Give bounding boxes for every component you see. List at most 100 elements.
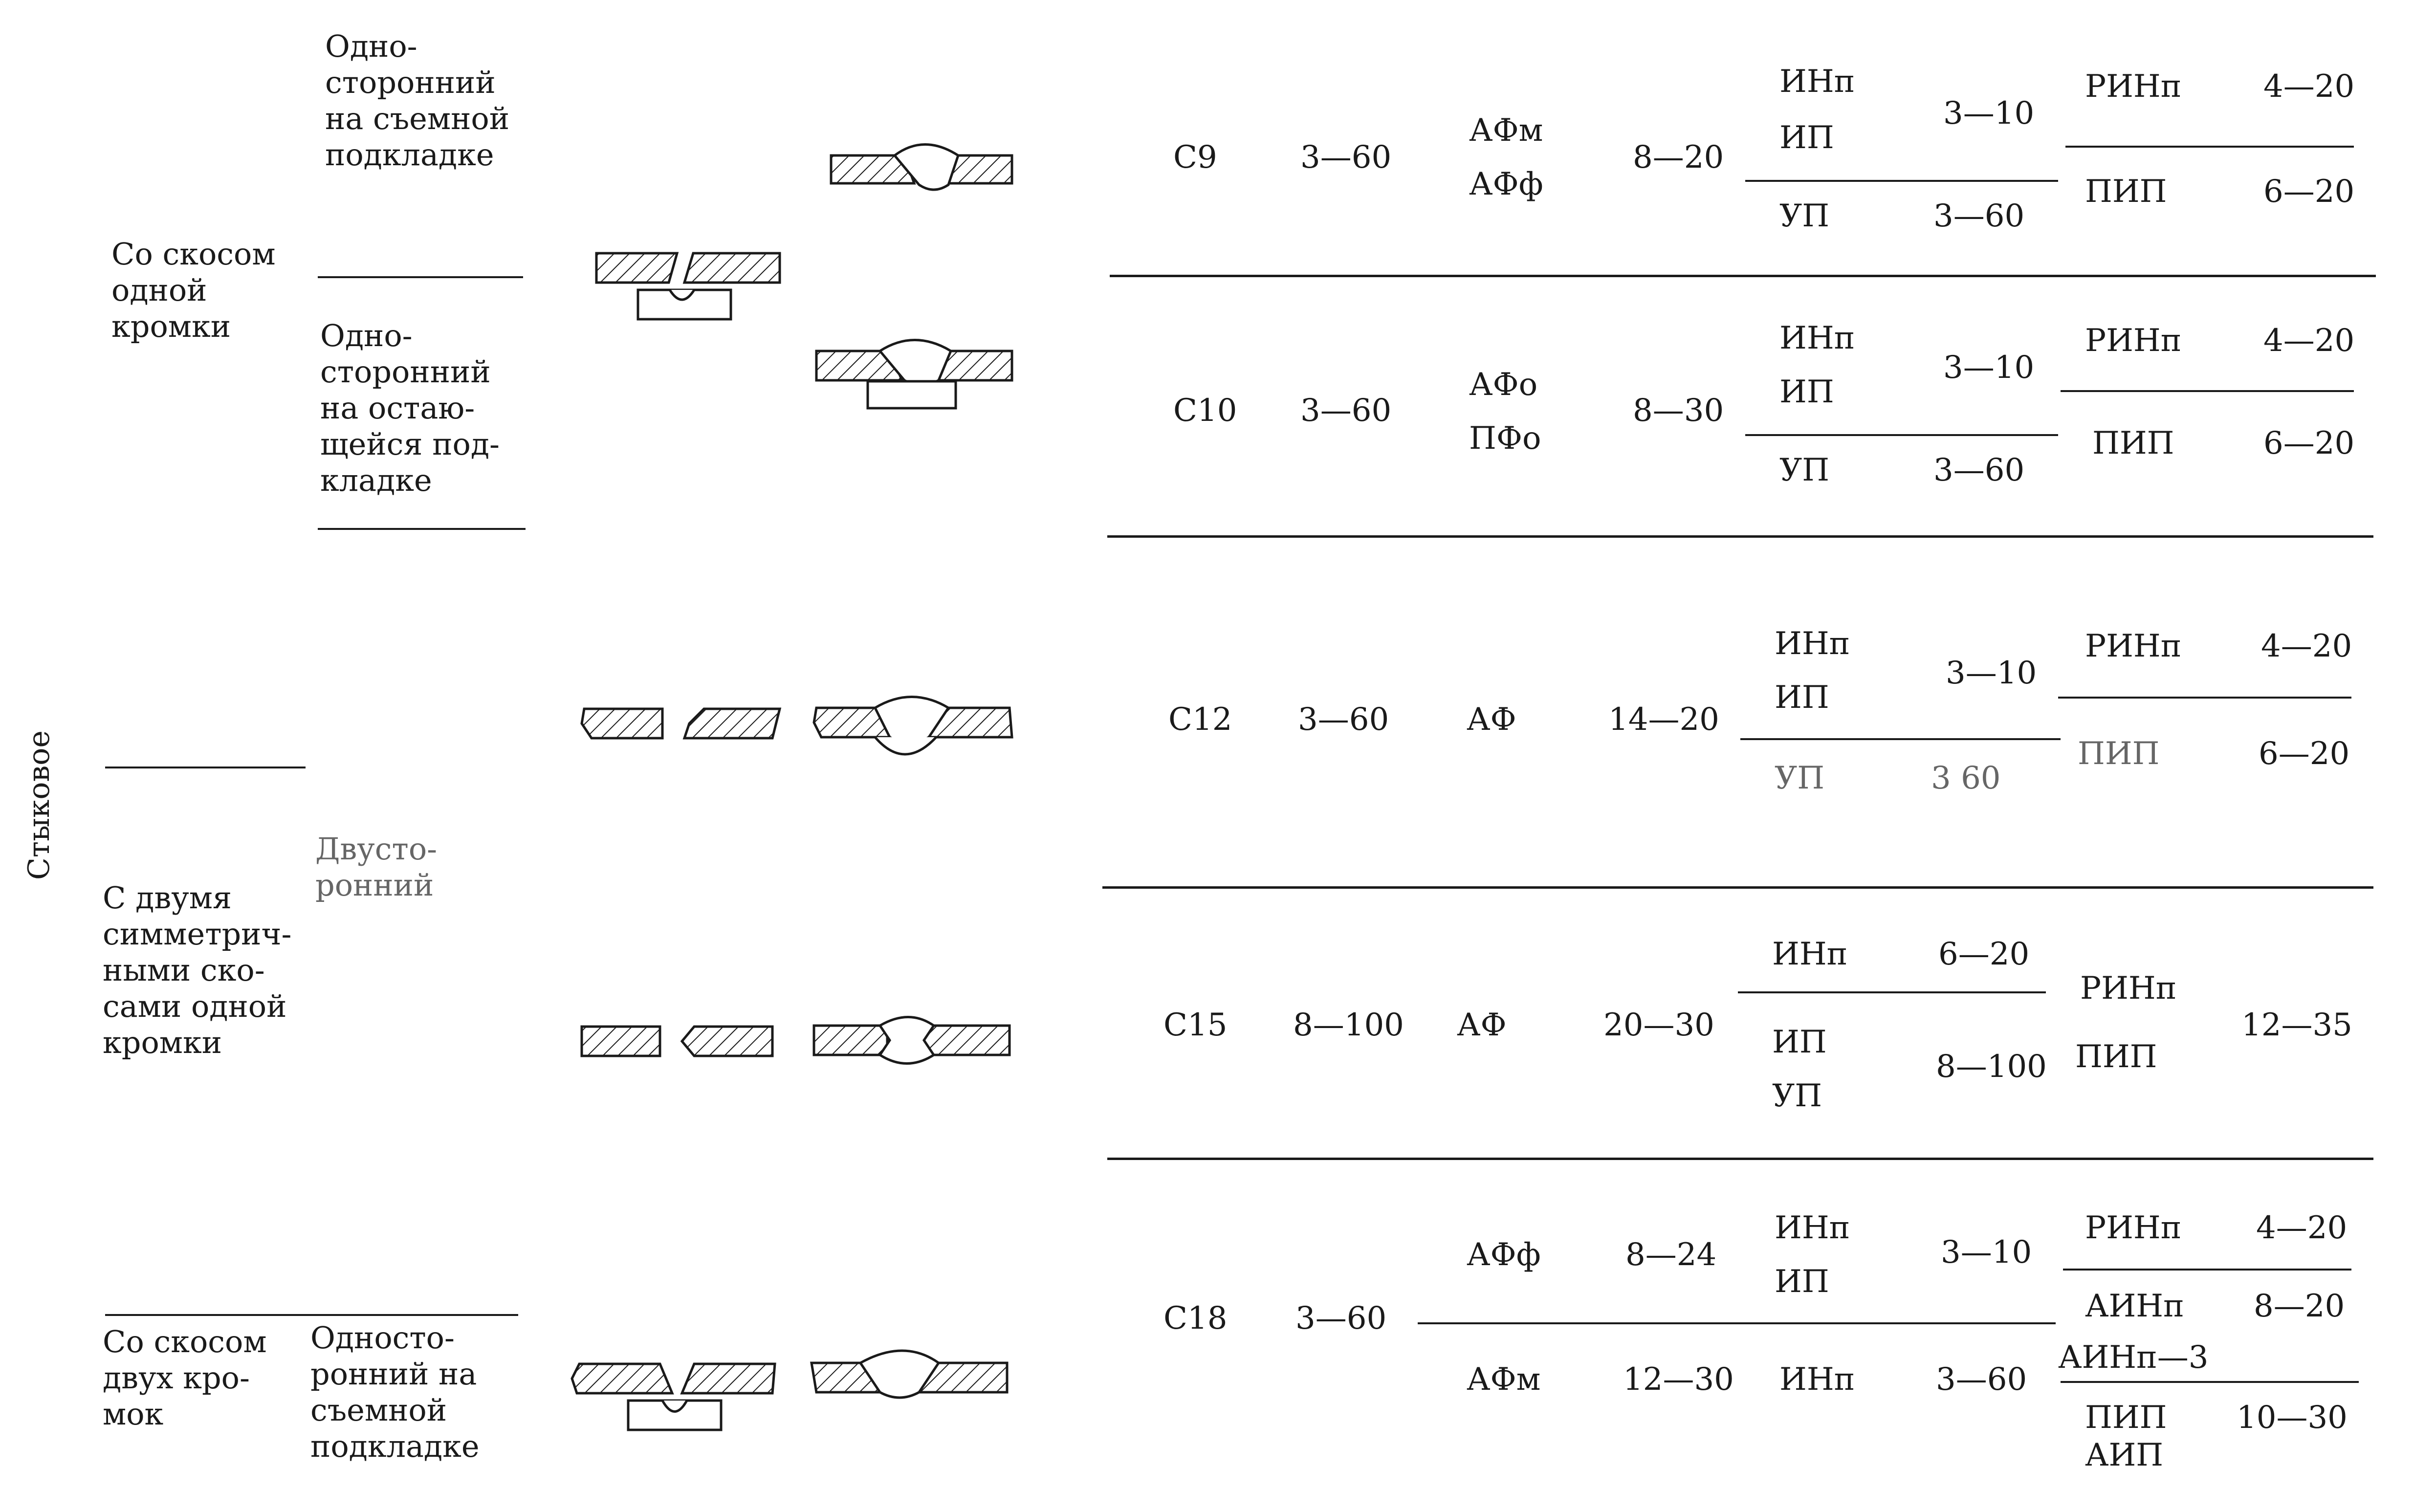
c9-weld-drawing — [830, 143, 1013, 191]
row4-v1: 6—20 — [1938, 936, 2030, 972]
row2-method-1: АФо — [1469, 367, 1538, 403]
row1-method-2: АФф — [1469, 166, 1543, 202]
row3-a1: ИНп — [1775, 626, 1850, 662]
row1-v2: 3—60 — [1933, 198, 2025, 234]
row1-thickness: 3—60 — [1300, 139, 1392, 175]
row5-v1: 3—10 — [1941, 1234, 2032, 1271]
divider-kind-2 — [318, 528, 526, 530]
row2-v1: 3—10 — [1943, 350, 2035, 386]
row5-line-a — [1418, 1322, 2056, 1324]
row5-range-1: 8—24 — [1625, 1237, 1717, 1273]
row1-method-1: АФм — [1469, 112, 1543, 149]
c15-weld-drawing — [812, 1016, 1011, 1065]
row1-line-b — [2065, 146, 2354, 148]
row4-method-1: АФ — [1457, 1007, 1507, 1043]
row-divider-1 — [1110, 275, 2376, 277]
row2-b1: РИНп — [2085, 323, 2182, 359]
row5-b4: ПИП — [2085, 1400, 2167, 1436]
row2-code: С10 — [1173, 393, 1237, 429]
row5-line-b — [2063, 1269, 2351, 1271]
row-divider-4 — [1107, 1158, 2373, 1160]
c9-prep-drawing — [595, 252, 781, 321]
divider-prep-bottom — [105, 1314, 518, 1316]
kind-double-sided: Двусто- ронний — [315, 831, 438, 903]
row1-b1: РИНп — [2085, 68, 2182, 105]
row4-thickness: 8—100 — [1293, 1007, 1404, 1043]
row4-a3: УП — [1772, 1078, 1822, 1114]
row4-code: С15 — [1163, 1007, 1228, 1043]
row3-b2: ПИП — [2078, 736, 2160, 772]
row3-line-a — [1740, 738, 2061, 740]
row2-w2: 6—20 — [2263, 425, 2355, 461]
row4-range-1: 20—30 — [1603, 1007, 1714, 1043]
row5-b2: АИНп — [2085, 1288, 2184, 1324]
row5-a2: ИП — [1775, 1264, 1829, 1300]
row3-range-1: 14—20 — [1608, 701, 1719, 738]
row2-range-1: 8—30 — [1633, 393, 1724, 429]
row5-b1: РИНп — [2085, 1210, 2182, 1246]
row4-line-a — [1738, 991, 2046, 993]
row3-a2: ИП — [1775, 679, 1829, 716]
row3-w1: 4—20 — [2261, 628, 2352, 664]
kind-remaining-backing: Одно- сторонний на остаю- щейся под- кла… — [320, 318, 500, 498]
c18-weld-drawing — [810, 1349, 1009, 1399]
kind-removable-backing-2: Односто- ронний на съемной подкладке — [310, 1320, 480, 1464]
row3-code: С12 — [1168, 701, 1232, 738]
row5-w3: 10—30 — [2237, 1400, 2348, 1436]
row1-code: С9 — [1173, 139, 1217, 175]
row5-a3: ИНп — [1779, 1361, 1855, 1398]
row-divider-3 — [1102, 886, 2373, 889]
row1-w1: 4—20 — [2263, 68, 2355, 105]
divider-prep — [105, 767, 306, 768]
row5-method-2: АФм — [1467, 1361, 1541, 1398]
row2-w1: 4—20 — [2263, 323, 2355, 359]
row5-method-1: АФф — [1467, 1237, 1541, 1273]
kind-removable-backing: Одно- сторонний на съемной подкладке — [325, 28, 510, 173]
row3-w2: 6—20 — [2259, 736, 2350, 772]
row5-a1: ИНп — [1775, 1210, 1850, 1246]
row5-v2: 3—60 — [1936, 1361, 2027, 1398]
row1-v1: 3—10 — [1943, 95, 2035, 131]
prep-one-bevel: Со скосом одной кромки — [111, 236, 276, 344]
c15-prep-drawing — [580, 1025, 774, 1057]
row5-range-2: 12—30 — [1623, 1361, 1734, 1398]
row2-line-b — [2061, 390, 2354, 392]
row1-a2: ИП — [1779, 120, 1834, 156]
prep-two-edges: Со скосом двух кро- мок — [103, 1324, 267, 1432]
row4-b1: РИНп — [2080, 970, 2177, 1007]
row2-a3: УП — [1779, 452, 1830, 488]
c12-weld-drawing — [812, 696, 1013, 756]
row3-line-b — [2058, 697, 2351, 699]
row3-a3: УП — [1775, 760, 1825, 796]
row4-a2: ИП — [1772, 1024, 1827, 1060]
row2-b2: ПИП — [2092, 425, 2174, 461]
c18-prep-drawing — [571, 1362, 776, 1431]
row5-code: С18 — [1163, 1300, 1228, 1337]
row5-b5: АИП — [2085, 1437, 2164, 1473]
row2-a2: ИП — [1779, 374, 1834, 410]
row1-a3: УП — [1779, 198, 1830, 234]
row3-v1: 3—10 — [1946, 655, 2037, 691]
prep-two-symmetric: С двумя симметрич- ными ско- сами одной … — [103, 880, 292, 1060]
row2-v2: 3—60 — [1933, 452, 2025, 488]
row-divider-2 — [1107, 535, 2373, 538]
row2-line-a — [1745, 434, 2058, 436]
row5-w1: 4—20 — [2256, 1210, 2348, 1246]
divider-kind-1 — [318, 276, 523, 278]
row2-method-2: ПФо — [1469, 420, 1541, 457]
row2-a1: ИНп — [1779, 320, 1855, 356]
row5-w2: 8—20 — [2254, 1288, 2345, 1324]
row4-b2: ПИП — [2075, 1039, 2157, 1075]
c12-prep-drawing — [580, 707, 782, 740]
row3-v2: 3 60 — [1931, 760, 2001, 796]
row5-line-c — [2061, 1381, 2359, 1383]
row1-w2: 6—20 — [2263, 174, 2355, 210]
c10-weld-drawing — [815, 339, 1013, 410]
row4-w1: 12—35 — [2241, 1007, 2352, 1043]
row1-range-1: 8—20 — [1633, 139, 1724, 175]
row5-b3: АИНп—3 — [2058, 1339, 2209, 1376]
row3-thickness: 3—60 — [1298, 701, 1389, 738]
row3-b1: РИНп — [2085, 628, 2182, 664]
row3-method-1: АФ — [1467, 701, 1516, 738]
